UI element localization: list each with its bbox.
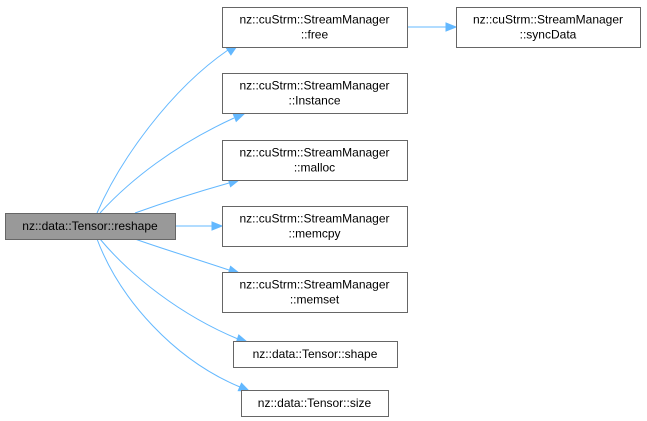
node-label-line: nz::data::Tensor::size <box>258 396 372 410</box>
node-shape[interactable]: nz::data::Tensor::shape <box>233 341 398 368</box>
edge-reshape-to-free <box>96 45 239 214</box>
node-label-line: nz::data::Tensor::shape <box>253 347 378 361</box>
node-box <box>222 7 408 48</box>
arrowhead <box>445 22 458 32</box>
arrowhead <box>211 221 224 231</box>
node-label-line: nz::cuStrm::StreamManager <box>239 79 389 93</box>
node-label-line: ::memset <box>290 293 340 307</box>
edge-line <box>134 182 230 214</box>
node-box <box>222 140 408 181</box>
node-instance[interactable]: nz::cuStrm::StreamManager::Instance <box>222 73 408 114</box>
node-reshape: nz::data::Tensor::reshape <box>5 213 176 240</box>
node-label-line: ::Instance <box>288 94 340 108</box>
node-label-line: nz::cuStrm::StreamManager <box>473 13 623 27</box>
node-size[interactable]: nz::data::Tensor::size <box>241 390 389 417</box>
node-label-line: ::malloc <box>294 161 335 175</box>
nodes-layer: nz::data::Tensor::reshapenz::cuStrm::Str… <box>5 7 641 417</box>
node-box <box>222 206 408 247</box>
node-box <box>222 272 408 313</box>
edge-free-to-syncData <box>407 22 458 32</box>
node-syncData[interactable]: nz::cuStrm::StreamManager::syncData <box>456 7 641 48</box>
node-box <box>5 213 176 240</box>
edge-reshape-to-size <box>96 238 251 392</box>
node-box <box>241 390 389 417</box>
node-memcpy[interactable]: nz::cuStrm::StreamManager::memcpy <box>222 206 408 247</box>
edge-line <box>134 238 230 271</box>
node-box <box>233 341 398 368</box>
arrowhead <box>237 382 251 392</box>
node-memset[interactable]: nz::cuStrm::StreamManager::memset <box>222 272 408 313</box>
edges-layer <box>96 22 458 392</box>
node-label-line: ::syncData <box>520 28 577 42</box>
edge-reshape-to-shape <box>99 238 249 344</box>
arrowhead <box>232 113 246 123</box>
edge-line <box>99 117 235 214</box>
node-label-line: ::memcpy <box>288 227 340 241</box>
node-label-line: nz::cuStrm::StreamManager <box>239 146 389 160</box>
node-box <box>222 73 408 114</box>
edge-line <box>96 49 229 214</box>
edge-line <box>96 238 241 388</box>
node-label-line: nz::data::Tensor::reshape <box>22 219 158 233</box>
edge-line <box>99 238 239 340</box>
node-malloc[interactable]: nz::cuStrm::StreamManager::malloc <box>222 140 408 181</box>
node-label-line: ::free <box>301 28 329 42</box>
node-label-line: nz::cuStrm::StreamManager <box>239 212 389 226</box>
node-label-line: nz::cuStrm::StreamManager <box>239 278 389 292</box>
node-free[interactable]: nz::cuStrm::StreamManager::free <box>222 7 408 48</box>
node-box <box>456 7 641 48</box>
node-label-line: nz::cuStrm::StreamManager <box>239 13 389 27</box>
edge-reshape-to-memcpy <box>175 221 224 231</box>
